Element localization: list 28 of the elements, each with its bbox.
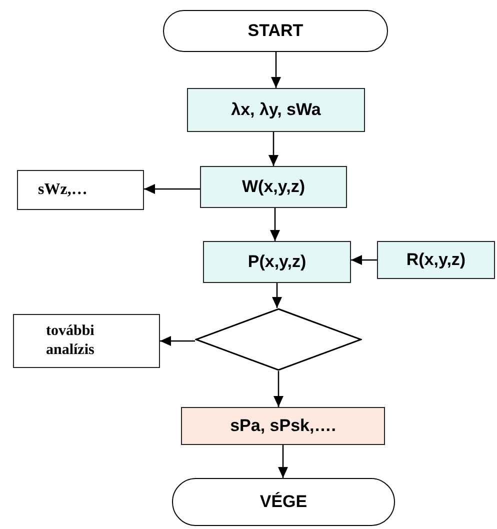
process-box xyxy=(203,241,351,283)
node-label: R(x,y,z) xyxy=(406,249,466,272)
node-label: sPa, sPsk,…. xyxy=(230,415,336,438)
arrow xyxy=(268,132,278,166)
node-label: START xyxy=(248,20,304,42)
start-terminal xyxy=(163,10,388,52)
node-label: W(x,y,z) xyxy=(242,176,305,198)
result-box xyxy=(181,407,385,445)
output-box xyxy=(17,170,144,210)
end-terminal xyxy=(172,478,395,526)
decision-diamond xyxy=(195,308,362,371)
node-label: sWz,… xyxy=(38,180,88,200)
node-label: λx, λy, sWa xyxy=(231,99,321,122)
arrow xyxy=(270,208,280,241)
input-box xyxy=(377,241,495,279)
arrow xyxy=(351,255,377,265)
arrow xyxy=(271,52,281,88)
output-box xyxy=(13,314,160,368)
arrow xyxy=(272,283,282,308)
arrow xyxy=(278,445,288,478)
arrow xyxy=(144,184,200,194)
arrow xyxy=(274,371,284,407)
process-box xyxy=(200,166,347,208)
node-label: P(x,y,z) xyxy=(248,251,306,274)
node-label: további analízis xyxy=(46,322,96,360)
process-box xyxy=(187,88,365,132)
arrow xyxy=(160,336,195,346)
node-label: VÉGE xyxy=(260,491,308,514)
